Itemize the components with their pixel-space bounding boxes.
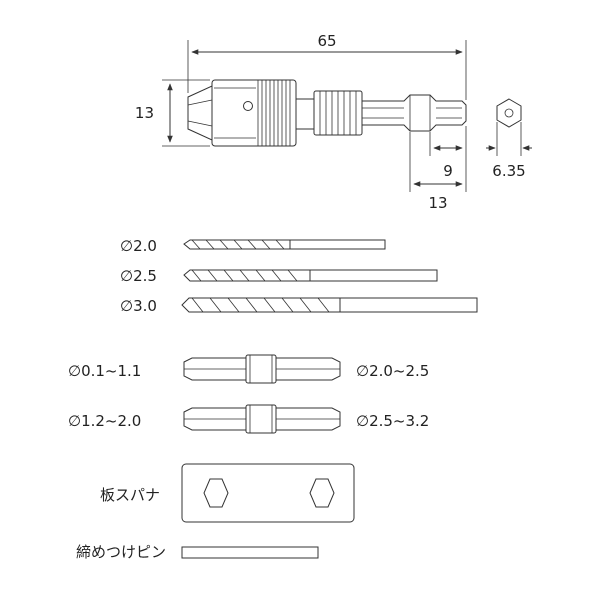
plate-wrench: 板スパナ (100, 463, 355, 523)
collet-right-label: ∅2.0~2.5 (356, 362, 429, 380)
tightening-pin-label: 締めつけピン (76, 543, 166, 561)
dim-hex-tip-label: 9 (443, 162, 453, 180)
chuck-knurling (214, 80, 291, 146)
collet-right-label: ∅2.5~3.2 (356, 412, 429, 430)
drill-bit-3-0: ∅3.0 (120, 297, 478, 315)
collet-1: ∅0.1~1.1 ∅2.0~2.5 (68, 354, 429, 384)
hex-end-view (496, 98, 522, 128)
dimension-hex-tip: 9 (429, 126, 467, 180)
dimension-hex-shank: 13 (409, 132, 467, 212)
pin-vise-tool (187, 79, 467, 147)
dim-chuck-diameter-label: 13 (135, 104, 154, 122)
collet-2: ∅1.2~2.0 ∅2.5~3.2 (68, 404, 429, 434)
drill-bit-label: ∅2.0 (120, 237, 157, 255)
drill-bit-2-5: ∅2.5 (120, 267, 438, 285)
collet-left-label: ∅1.2~2.0 (68, 412, 141, 430)
dimension-overall-length: 65 (187, 32, 467, 100)
dim-overall-length-label: 65 (317, 32, 336, 50)
hex-hole-left (203, 478, 229, 508)
drill-bit-label: ∅3.0 (120, 297, 157, 315)
dim-hex-shank-label: 13 (428, 194, 447, 212)
collet-left-label: ∅0.1~1.1 (68, 362, 141, 380)
dimension-hex-width: 6.35 (486, 122, 532, 180)
drill-bit-label: ∅2.5 (120, 267, 157, 285)
nut-knurling (319, 91, 357, 135)
drill-bit-2-0: ∅2.0 (120, 237, 386, 255)
dimension-chuck-diameter: 13 (135, 79, 210, 147)
tightening-pin: 締めつけピン (76, 543, 319, 561)
plate-wrench-label: 板スパナ (100, 486, 160, 504)
dim-hex-width-label: 6.35 (492, 162, 525, 180)
pin-hole (243, 101, 253, 111)
hex-hole-right (309, 478, 335, 508)
